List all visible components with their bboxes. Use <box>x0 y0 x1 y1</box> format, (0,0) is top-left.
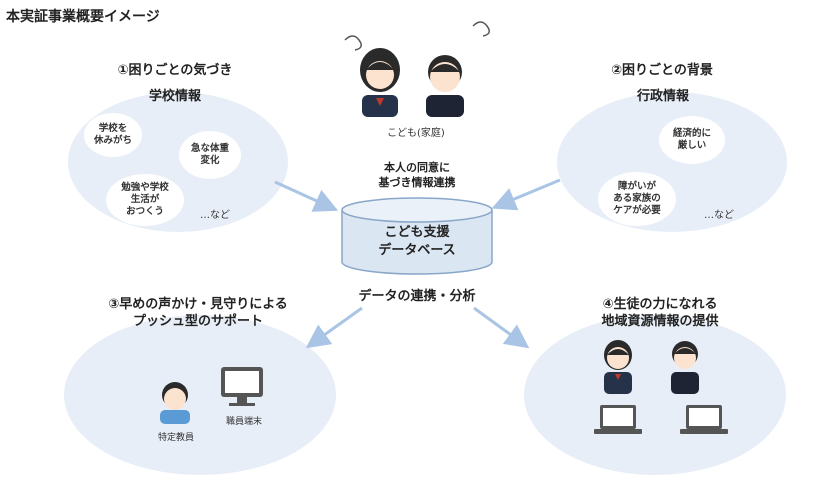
student-boy-icon <box>671 341 699 394</box>
child-caption: こども(家庭) <box>387 128 445 139</box>
right-bottom-heading: ④生徒の力になれる 地域資源情報の提供 <box>601 297 719 329</box>
left-top-heading: ①困りごとの気づき <box>117 63 233 78</box>
teacher-icon <box>160 382 190 424</box>
arrow-db-to-resource <box>473 306 530 349</box>
school-etc: …など <box>200 210 230 221</box>
admin-item-circle: 経済的に 厳しい <box>659 116 725 164</box>
page-title: 本実証事業概要イメージ <box>6 9 160 25</box>
local-resource-ellipse <box>524 315 786 475</box>
push-support-ellipse <box>64 315 336 475</box>
admin-item-text: 経済的に 厳しい <box>672 128 711 151</box>
admin-item-text: 障がいが ある家族の ケアが必要 <box>613 181 661 216</box>
school-item-text: 学校を 休みがち <box>93 123 132 146</box>
left-top-subheading: 学校情報 <box>148 89 201 104</box>
worried-girl-icon <box>344 35 400 117</box>
right-top-subheading: 行政情報 <box>636 89 689 104</box>
worried-boy-icon <box>426 21 490 117</box>
staff-label: 特定教員 <box>158 433 195 443</box>
laptop-icon <box>680 405 728 434</box>
laptop-icon <box>594 405 642 434</box>
terminal-label: 職員端末 <box>226 417 263 427</box>
student-girl-icon <box>604 340 632 394</box>
admin-item-circle: 障がいが ある家族の ケアが必要 <box>598 172 676 226</box>
school-item-text: 勉強や学校 生活が おつくう <box>121 182 169 217</box>
school-item-circle: 急な体重 変化 <box>179 131 241 179</box>
arrow-admin-to-db <box>491 178 561 211</box>
database-label: こども支援 データベース <box>378 225 456 258</box>
school-item-circle: 勉強や学校 生活が おつくう <box>106 174 184 226</box>
consent-text: 本人の同意に 基づき情報連携 <box>378 161 456 189</box>
database-cylinder <box>341 197 493 275</box>
left-bottom-heading: ③早めの声かけ・見守りによる プッシュ型のサポート <box>108 297 288 329</box>
right-top-heading: ②困りごとの背景 <box>611 63 713 78</box>
arrow-school-to-db <box>274 180 339 212</box>
analysis-label: データの連携・分析 <box>358 289 476 304</box>
staff-terminal-icon <box>221 367 263 406</box>
school-item-circle: 学校を 休みがち <box>84 113 142 157</box>
school-item-text: 急な体重 変化 <box>190 143 229 166</box>
admin-etc: …など <box>704 210 734 221</box>
arrow-db-to-push <box>305 306 363 349</box>
